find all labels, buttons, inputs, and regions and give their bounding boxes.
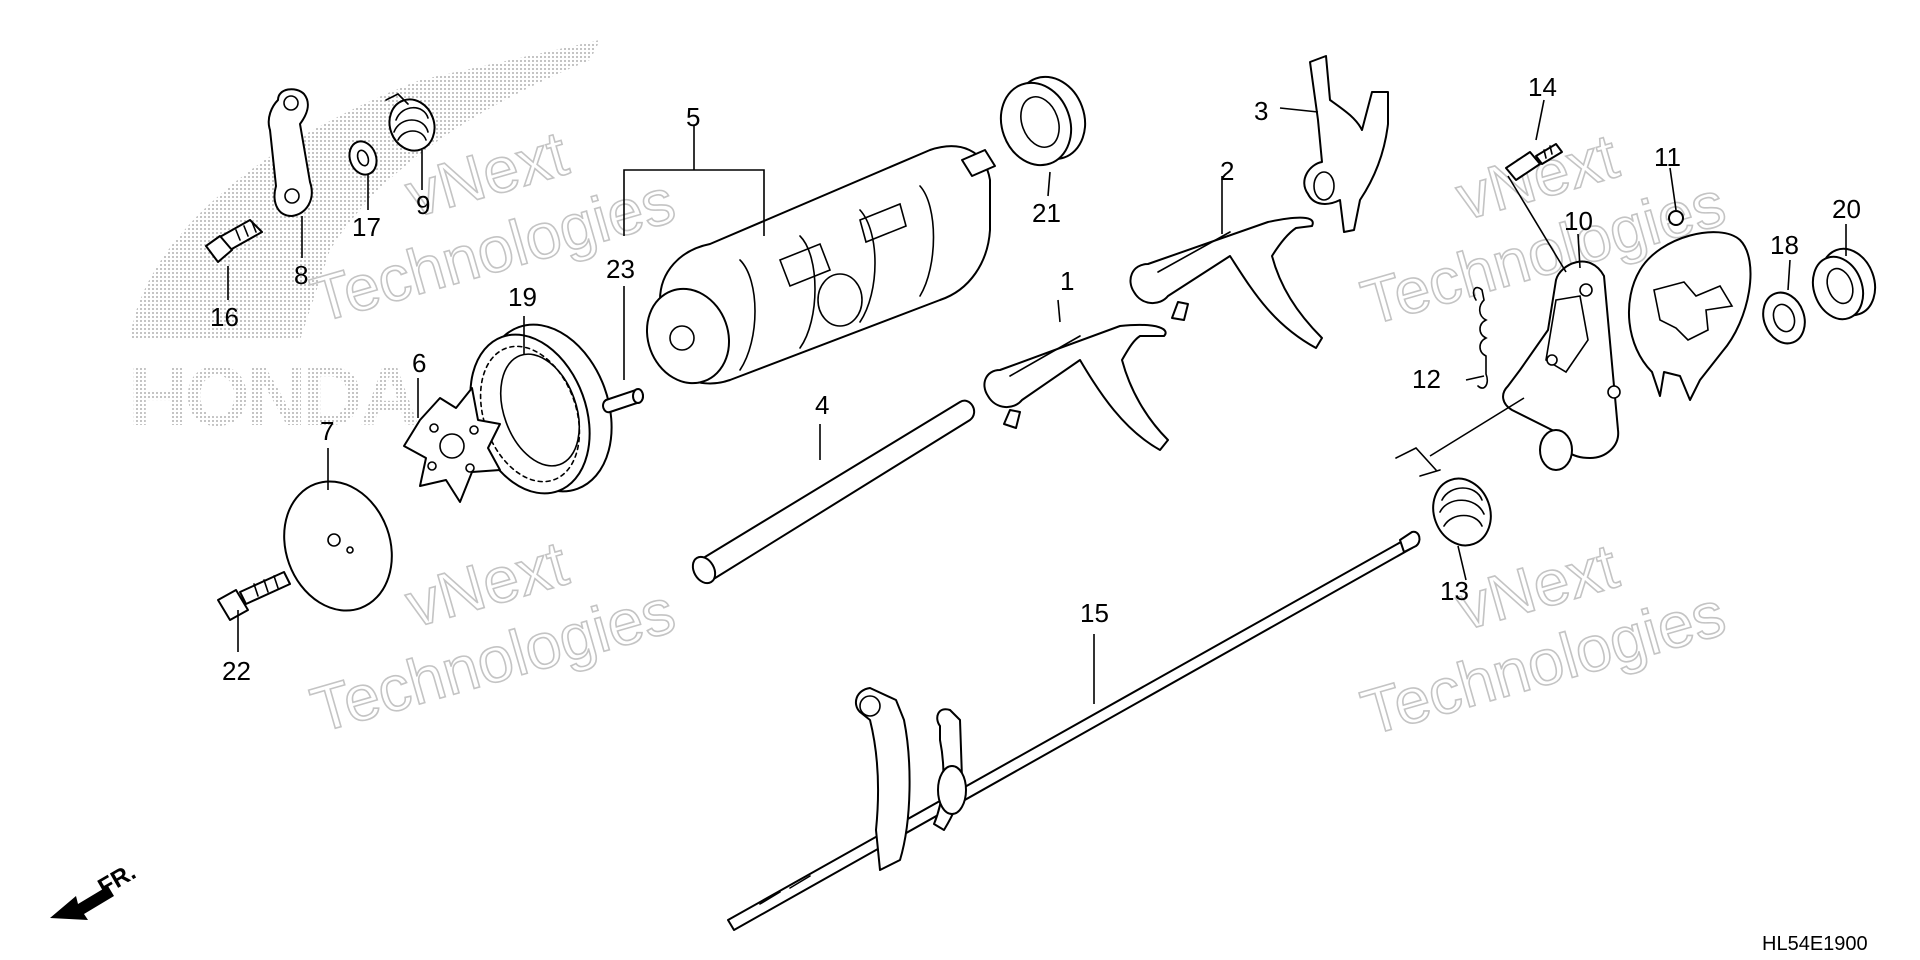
logo-text: HONDA [128, 349, 418, 443]
callout-labels: 1 2 3 4 5 6 7 8 9 10 11 12 13 14 15 16 1… [210, 72, 1861, 686]
callout-7: 7 [320, 416, 334, 446]
part-10-plate[interactable] [1502, 260, 1621, 471]
callout-16: 16 [210, 302, 239, 332]
callout-3: 3 [1254, 96, 1268, 126]
part-13-torsion-spring[interactable] [1395, 447, 1500, 554]
part-15-gearshift-spindle[interactable] [727, 530, 1421, 931]
callout-22: 22 [222, 656, 251, 686]
part-11-plate[interactable] [1628, 210, 1752, 401]
callout-4: 4 [815, 390, 829, 420]
part-12-spring[interactable] [1472, 286, 1489, 389]
part-17-washer[interactable] [345, 138, 381, 179]
callout-12: 12 [1412, 364, 1441, 394]
logo-wing-shape [130, 40, 600, 340]
callout-15: 15 [1080, 598, 1109, 628]
callout-18: 18 [1770, 230, 1799, 260]
part-4-fork-shaft[interactable] [688, 399, 976, 587]
part-16-bolt[interactable] [205, 219, 263, 263]
callout-19: 19 [508, 282, 537, 312]
part-2-shift-fork[interactable] [1129, 216, 1323, 349]
callout-21: 21 [1032, 198, 1061, 228]
callout-6: 6 [412, 348, 426, 378]
part-22-bolt[interactable] [217, 571, 291, 621]
callout-23: 23 [606, 254, 635, 284]
part-23-dowel-pin[interactable] [602, 388, 644, 414]
part-6-star-plate[interactable] [403, 387, 501, 503]
part-7-cover-plate[interactable] [267, 466, 410, 626]
part-3-shift-fork[interactable] [1303, 55, 1389, 233]
part-14-pin-bolt[interactable] [1505, 143, 1563, 181]
leader-lines [227, 99, 1847, 704]
part-20-bearing[interactable] [1805, 241, 1885, 326]
part-8-stopper-arm[interactable] [267, 88, 313, 217]
callout-5: 5 [686, 102, 700, 132]
callout-9: 9 [416, 190, 430, 220]
front-direction-indicator: FR. [50, 858, 140, 920]
part-18-washer[interactable] [1756, 287, 1811, 350]
callout-8: 8 [294, 260, 308, 290]
watermark-bottom-right: vNext Technologies [1353, 529, 1734, 750]
callout-1: 1 [1060, 266, 1074, 296]
front-arrow-icon [50, 886, 114, 920]
callout-13: 13 [1440, 576, 1469, 606]
part-9-spring[interactable] [382, 93, 441, 157]
callout-11: 11 [1654, 142, 1681, 172]
callout-20: 20 [1832, 194, 1861, 224]
callout-10: 10 [1564, 206, 1593, 236]
callout-14: 14 [1528, 72, 1557, 102]
part-21-bearing[interactable] [990, 67, 1097, 175]
part-5-shift-drum[interactable] [634, 145, 996, 395]
part-19-bearing[interactable] [449, 307, 633, 511]
callout-2: 2 [1220, 156, 1234, 186]
callout-17: 17 [352, 212, 381, 242]
part-1-shift-fork[interactable] [983, 324, 1169, 451]
diagram-code: HL54E1900 [1762, 933, 1868, 955]
brand-logo: HONDA [128, 40, 600, 443]
